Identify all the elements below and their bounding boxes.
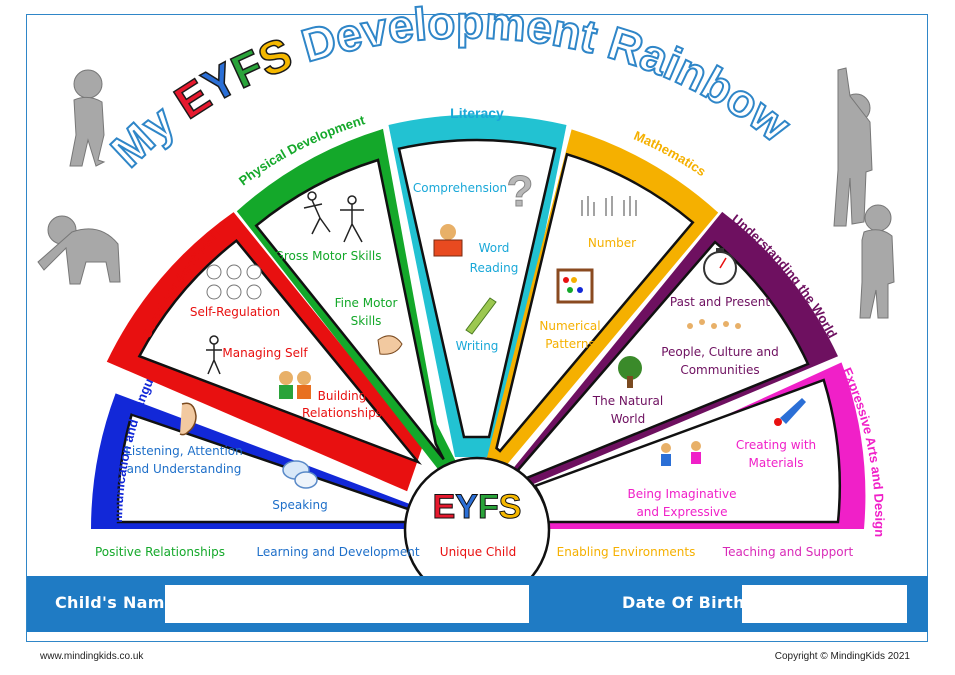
people-group-icon [687, 319, 741, 329]
topic-past-and-present: Past and Present [670, 295, 771, 309]
center-logo-y: Y [455, 488, 478, 526]
counting-hands-icon [581, 196, 637, 216]
svg-text:EYFS: EYFS [433, 488, 522, 526]
toddler-walking-silhouette [69, 69, 106, 167]
center-logo-f: F [478, 488, 499, 526]
principle-enabling-environments: Enabling Environments [557, 545, 696, 559]
area-label-literacy: Literacy [450, 105, 504, 121]
center-logo-s: S [499, 488, 522, 526]
topic-managing-self: Managing Self [222, 346, 308, 360]
center-eyfs-logo: EYFS [403, 456, 551, 604]
topic-writing: Writing [456, 339, 499, 353]
paintbrush-icon [774, 398, 806, 426]
footer-copyright: Copyright © MindingKids 2021 [774, 651, 910, 662]
topic-gross-motor: Gross Motor Skills [275, 249, 382, 263]
abacus-icon [556, 268, 594, 304]
question-mark-icon: ? [506, 167, 534, 217]
pencil-icon [465, 297, 497, 335]
topic-number: Number [588, 236, 636, 250]
stick-figure-icon [206, 335, 222, 375]
child-waving-silhouette [833, 67, 873, 227]
childs-name-label: Child's Name: [55, 593, 183, 612]
emotion-faces-icon [206, 264, 262, 300]
topic-speaking: Speaking [272, 498, 327, 512]
speech-bubbles-icon [282, 460, 318, 489]
date-of-birth-label: Date Of Birth: [622, 593, 752, 612]
center-logo-e: E [433, 488, 456, 526]
svg-text:?: ? [507, 167, 534, 216]
pinching-hand-icon [377, 335, 403, 355]
footer-website: www.mindingkids.co.uk [40, 651, 144, 662]
principle-teaching-support: Teaching and Support [722, 545, 854, 559]
baby-crawling-silhouette [37, 215, 121, 285]
child-details-bar: Child's Name: Date Of Birth: [27, 576, 928, 632]
date-of-birth-input[interactable] [742, 585, 907, 623]
principle-learning-development: Learning and Development [256, 545, 419, 559]
tree-icon [618, 356, 642, 388]
childs-name-input[interactable] [165, 585, 529, 623]
child-reading-book-icon [433, 224, 463, 257]
child-standing-silhouette [859, 204, 895, 319]
topic-self-regulation: Self-Regulation [190, 305, 280, 319]
principle-unique-child: Unique Child [440, 545, 516, 559]
ear-icon [179, 402, 197, 436]
stopwatch-icon [703, 248, 737, 285]
children-friends-icon [279, 371, 311, 399]
dancing-children-icon [661, 441, 701, 466]
gymnast-stick-figures-icon [303, 191, 364, 243]
topic-comprehension: Comprehension [413, 181, 507, 195]
principle-positive-relationships: Positive Relationships [95, 545, 225, 559]
